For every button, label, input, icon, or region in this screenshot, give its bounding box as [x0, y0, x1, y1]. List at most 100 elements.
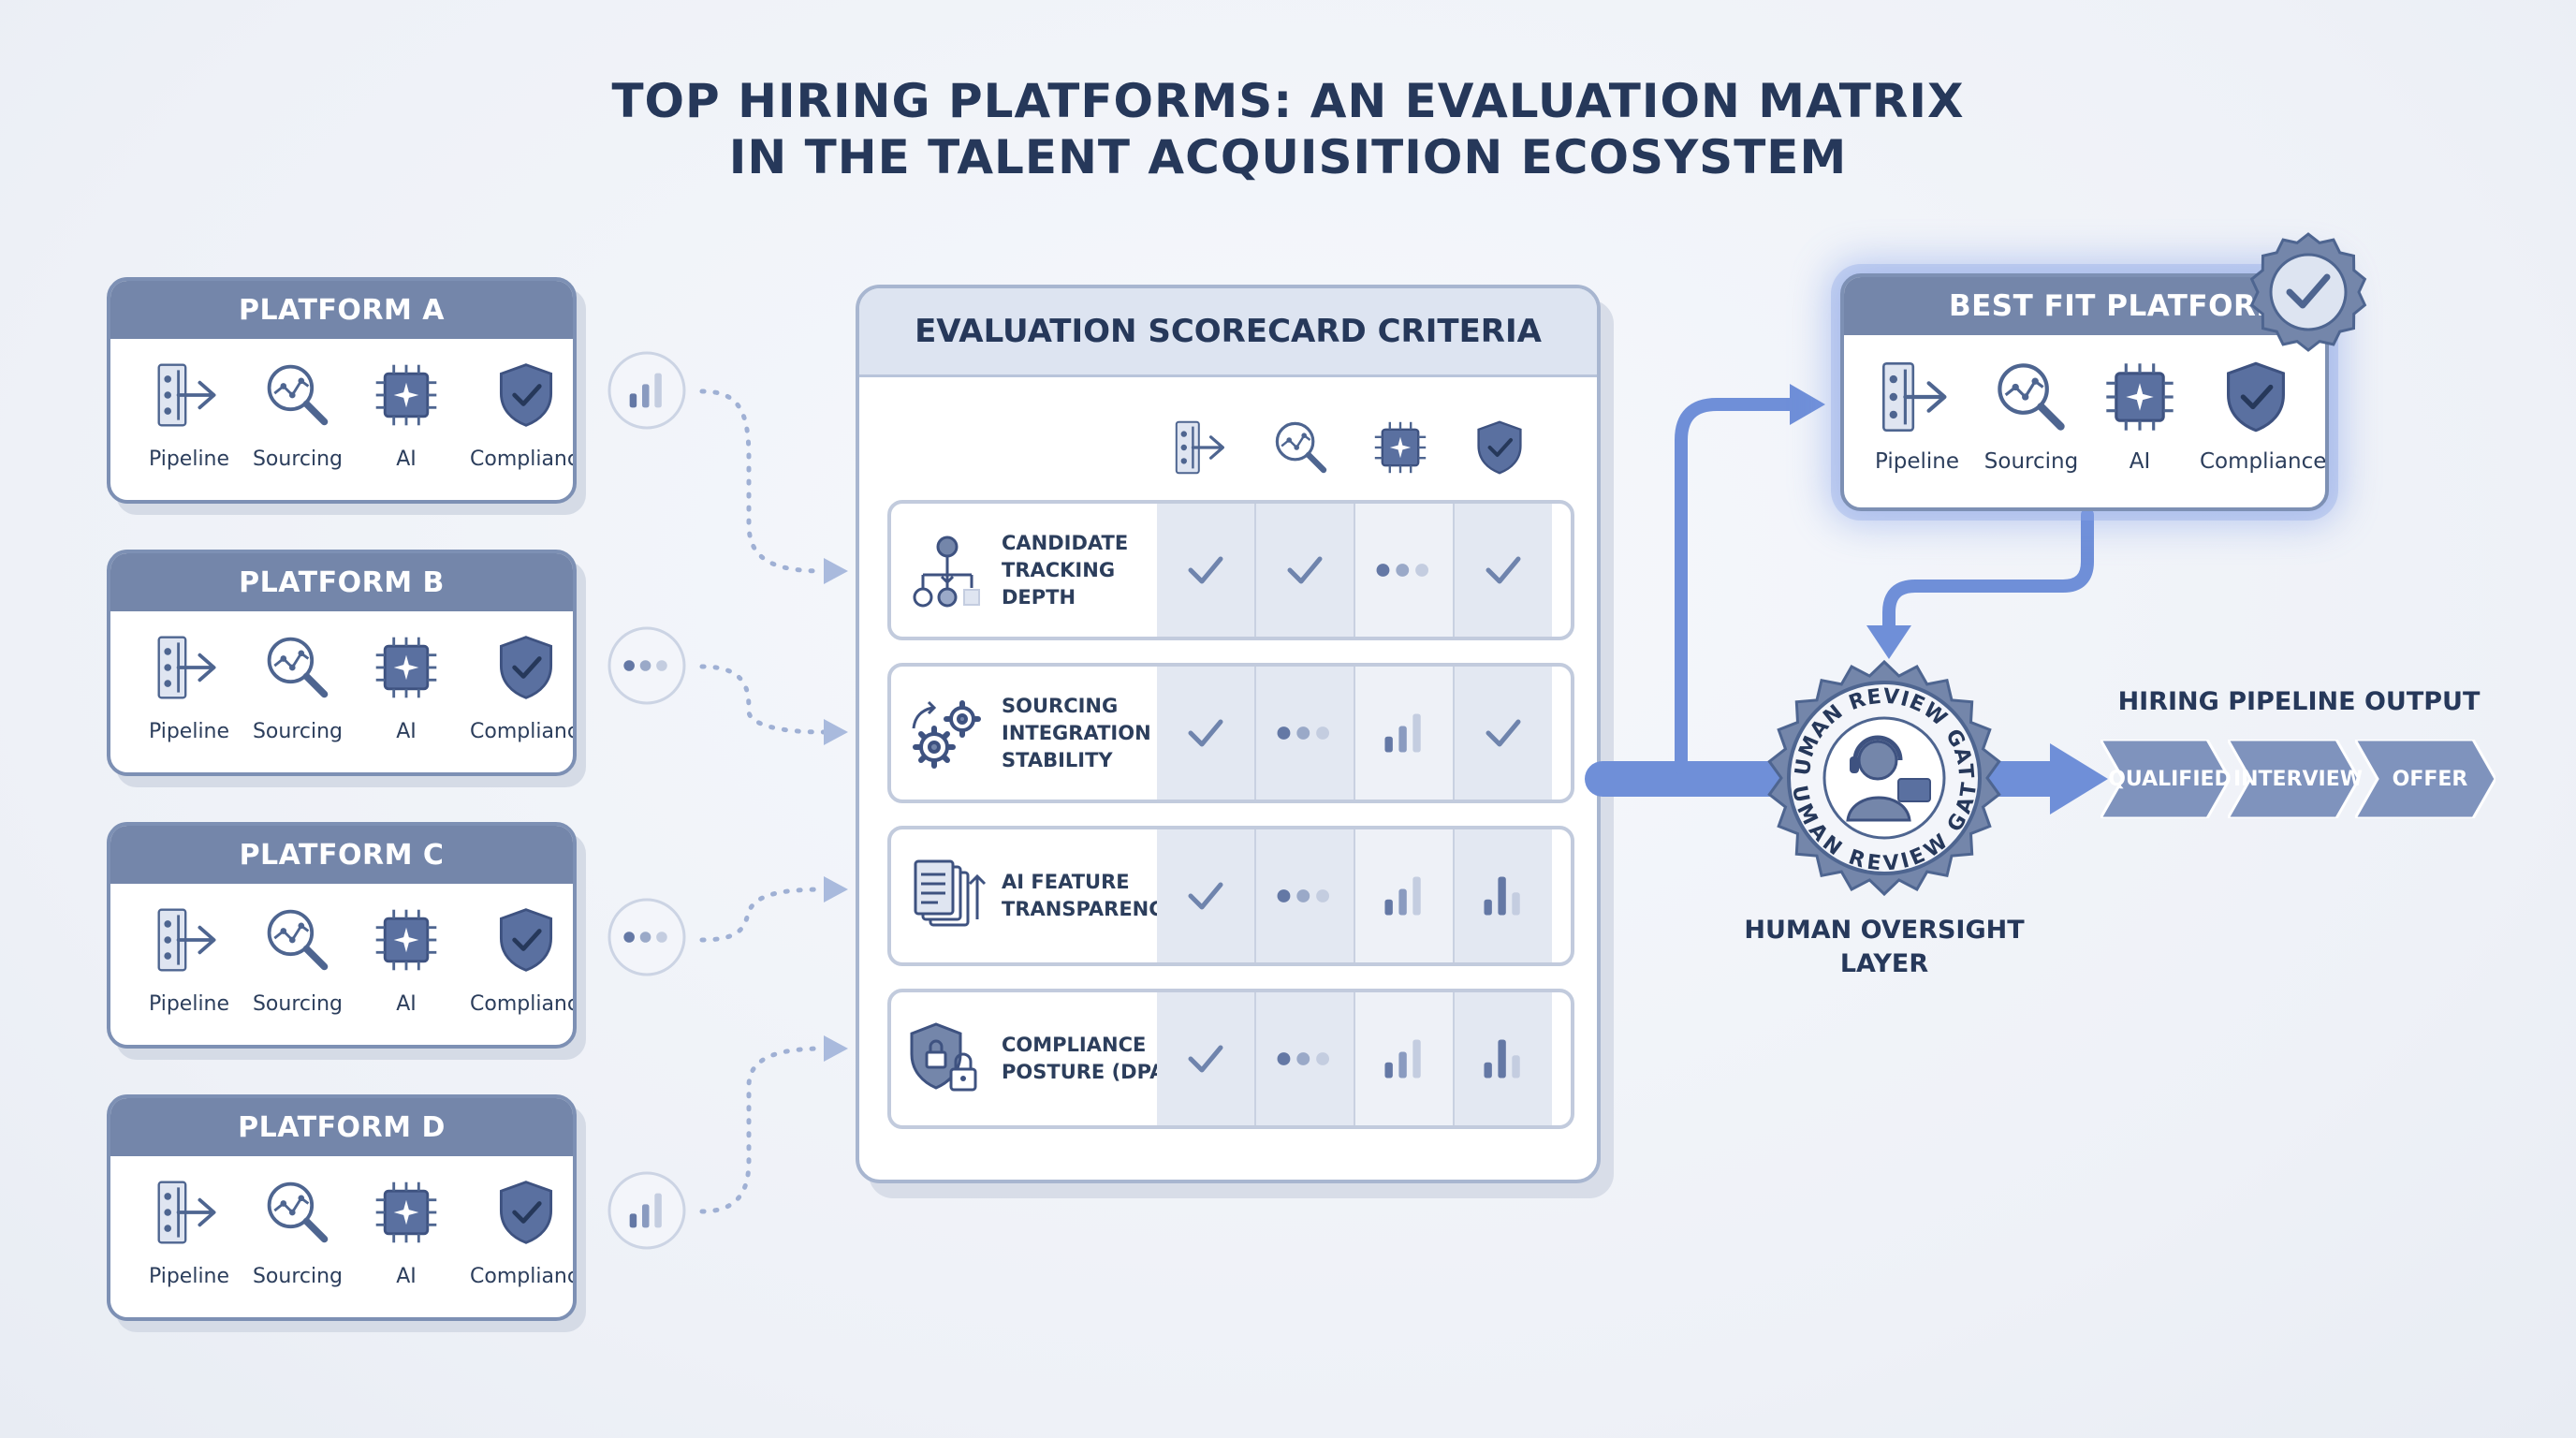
score-cell — [1157, 829, 1256, 962]
platform-name: PLATFORM B — [110, 553, 573, 611]
scorecard-row[interactable]: COMPLIANCE POSTURE (DPA) — [887, 989, 1574, 1129]
scorecard-row[interactable]: AI FEATURE TRANSPARENCY — [887, 826, 1574, 966]
feature-ai-chip: AI — [350, 360, 462, 471]
feature-label: Sourcing — [252, 992, 344, 1016]
feature-label: Compliance — [470, 1265, 573, 1288]
human-oversight-label: HUMAN OVERSIGHT LAYER — [1744, 916, 2025, 978]
pipeline-output-title: HIRING PIPELINE OUTPUT — [2117, 687, 2481, 716]
score-cell — [1455, 667, 1552, 800]
feature-ai-chip: AI — [350, 1177, 462, 1288]
feature-label: Sourcing — [252, 720, 344, 743]
feature-icon-row: Pipeline Sourcing AI Compliance — [110, 1177, 573, 1317]
stage-label: INTERVIEW — [2232, 767, 2364, 791]
score-cell — [1355, 829, 1455, 962]
score-cell — [1157, 667, 1256, 800]
score-cell — [1355, 667, 1455, 800]
score-cell — [1455, 829, 1552, 962]
feature-label: Pipeline — [1874, 449, 1959, 474]
score-cell — [1256, 992, 1355, 1125]
feature-pipeline: Pipeline — [133, 632, 245, 743]
bars-signal-icon — [607, 1171, 686, 1250]
feature-sourcing: Sourcing — [242, 1177, 354, 1288]
feature-label: Pipeline — [148, 448, 230, 471]
stage-label: QUALIFIED — [2108, 767, 2232, 791]
feature-label: Compliance — [470, 992, 573, 1016]
feature-compliance-shield: Compliance — [470, 1177, 573, 1288]
signal-badge-d — [607, 1170, 687, 1255]
score-cell — [1355, 504, 1455, 637]
feature-label: Sourcing — [252, 448, 344, 471]
platform-name: PLATFORM D — [110, 1098, 573, 1156]
org-tree-icon — [902, 528, 992, 622]
platform-card-d[interactable]: PLATFORM D Pipeline Sourcing AI Compliance — [107, 1094, 577, 1321]
best-fit-feature-pipeline: Pipeline — [1861, 358, 1973, 474]
feature-label: AI — [2129, 449, 2151, 474]
best-fit-feature-sourcing: Sourcing — [1975, 358, 2087, 474]
scorecard-title: EVALUATION SCORECARD CRITERIA — [859, 288, 1597, 377]
stage-label: OFFER — [2392, 767, 2468, 791]
feature-label: AI — [396, 992, 417, 1016]
feature-label: AI — [396, 1265, 417, 1288]
bars-signal-icon — [607, 351, 686, 430]
pipeline-icon — [1878, 358, 1956, 436]
feature-pipeline: Pipeline — [133, 1177, 245, 1288]
score-cell — [1157, 504, 1256, 637]
scorecard-row[interactable]: SOURCING INTEGRATION STABILITY — [887, 663, 1574, 803]
feature-compliance-shield: Compliance — [470, 360, 573, 471]
feature-ai-chip: AI — [350, 904, 462, 1016]
documents-icon — [902, 854, 992, 947]
human-review-gate-seal: HUMAN REVIEW GATE HUMAN REVIEW GATE — [1765, 659, 2001, 897]
signal-badge-b — [607, 625, 687, 710]
feature-label: Sourcing — [252, 1265, 344, 1288]
feature-icon-row: Pipeline Sourcing AI Compliance — [110, 360, 573, 500]
gears-icon — [902, 691, 992, 785]
platform-name: PLATFORM A — [110, 281, 573, 339]
title-line-1: TOP HIRING PLATFORMS: AN EVALUATION MATR… — [611, 74, 1965, 128]
feature-icon-row: Pipeline Sourcing AI Compliance — [110, 632, 573, 772]
feature-label: AI — [396, 448, 417, 471]
pipeline-stage-interview: INTERVIEW — [2228, 740, 2363, 818]
lock-shield-icon — [902, 1017, 992, 1110]
feature-label: Pipeline — [148, 992, 230, 1016]
feature-label: Pipeline — [148, 720, 230, 743]
criterion-label: COMPLIANCE POSTURE (DPA) — [1002, 1034, 1174, 1083]
feature-label: Sourcing — [1983, 449, 2079, 474]
best-fit-platform-card[interactable]: BEST FIT PLATFORM Pipeline Sourcing AI Comp… — [1840, 273, 2329, 511]
criterion-label: AI FEATURE TRANSPARENCY — [1002, 871, 1178, 920]
best-fit-feature-ai-chip: AI — [2084, 358, 2196, 474]
best-fit-title: BEST FIT PLATFORM — [1844, 277, 2325, 335]
reviewer-headset-icon — [1846, 735, 1931, 822]
feature-sourcing: Sourcing — [242, 904, 354, 1016]
feature-ai-chip: AI — [350, 632, 462, 743]
feature-label: AI — [396, 720, 417, 743]
sourcing-icon — [1992, 358, 2071, 436]
score-cell — [1455, 992, 1552, 1125]
feature-pipeline: Pipeline — [133, 360, 245, 471]
feature-compliance-shield: Compliance — [470, 904, 573, 1016]
dots-signal-icon — [607, 898, 686, 976]
compliance-shield-icon — [2217, 358, 2295, 436]
scorecard-row[interactable]: CANDIDATE TRACKING DEPTH — [887, 500, 1574, 640]
score-cell — [1256, 667, 1355, 800]
platform-card-a[interactable]: PLATFORM A Pipeline Sourcing AI Compliance — [107, 277, 577, 504]
score-cell — [1256, 829, 1355, 962]
feature-icon-row: Pipeline Sourcing AI Compliance — [110, 904, 573, 1045]
score-cell — [1157, 992, 1256, 1125]
feature-label: Pipeline — [148, 1265, 230, 1288]
criterion-label: CANDIDATE TRACKING DEPTH — [1002, 531, 1129, 609]
feature-pipeline: Pipeline — [133, 904, 245, 1016]
signal-badge-c — [607, 897, 687, 981]
verified-badge-icon — [2249, 232, 2367, 352]
platform-card-b[interactable]: PLATFORM B Pipeline Sourcing AI Compliance — [107, 550, 577, 776]
platform-name: PLATFORM C — [110, 826, 573, 884]
feature-sourcing: Sourcing — [242, 632, 354, 743]
platform-card-c[interactable]: PLATFORM C Pipeline Sourcing AI Compliance — [107, 822, 577, 1049]
criterion-label: SOURCING INTEGRATION STABILITY — [1002, 694, 1151, 771]
score-cell — [1355, 992, 1455, 1125]
score-cell — [1256, 504, 1355, 637]
feature-label: Compliance — [470, 720, 573, 743]
signal-badge-a — [607, 350, 687, 434]
best-fit-feature-compliance-shield: Compliance — [2200, 358, 2325, 474]
pipeline-stage-qualified: QUALIFIED — [2100, 740, 2232, 818]
